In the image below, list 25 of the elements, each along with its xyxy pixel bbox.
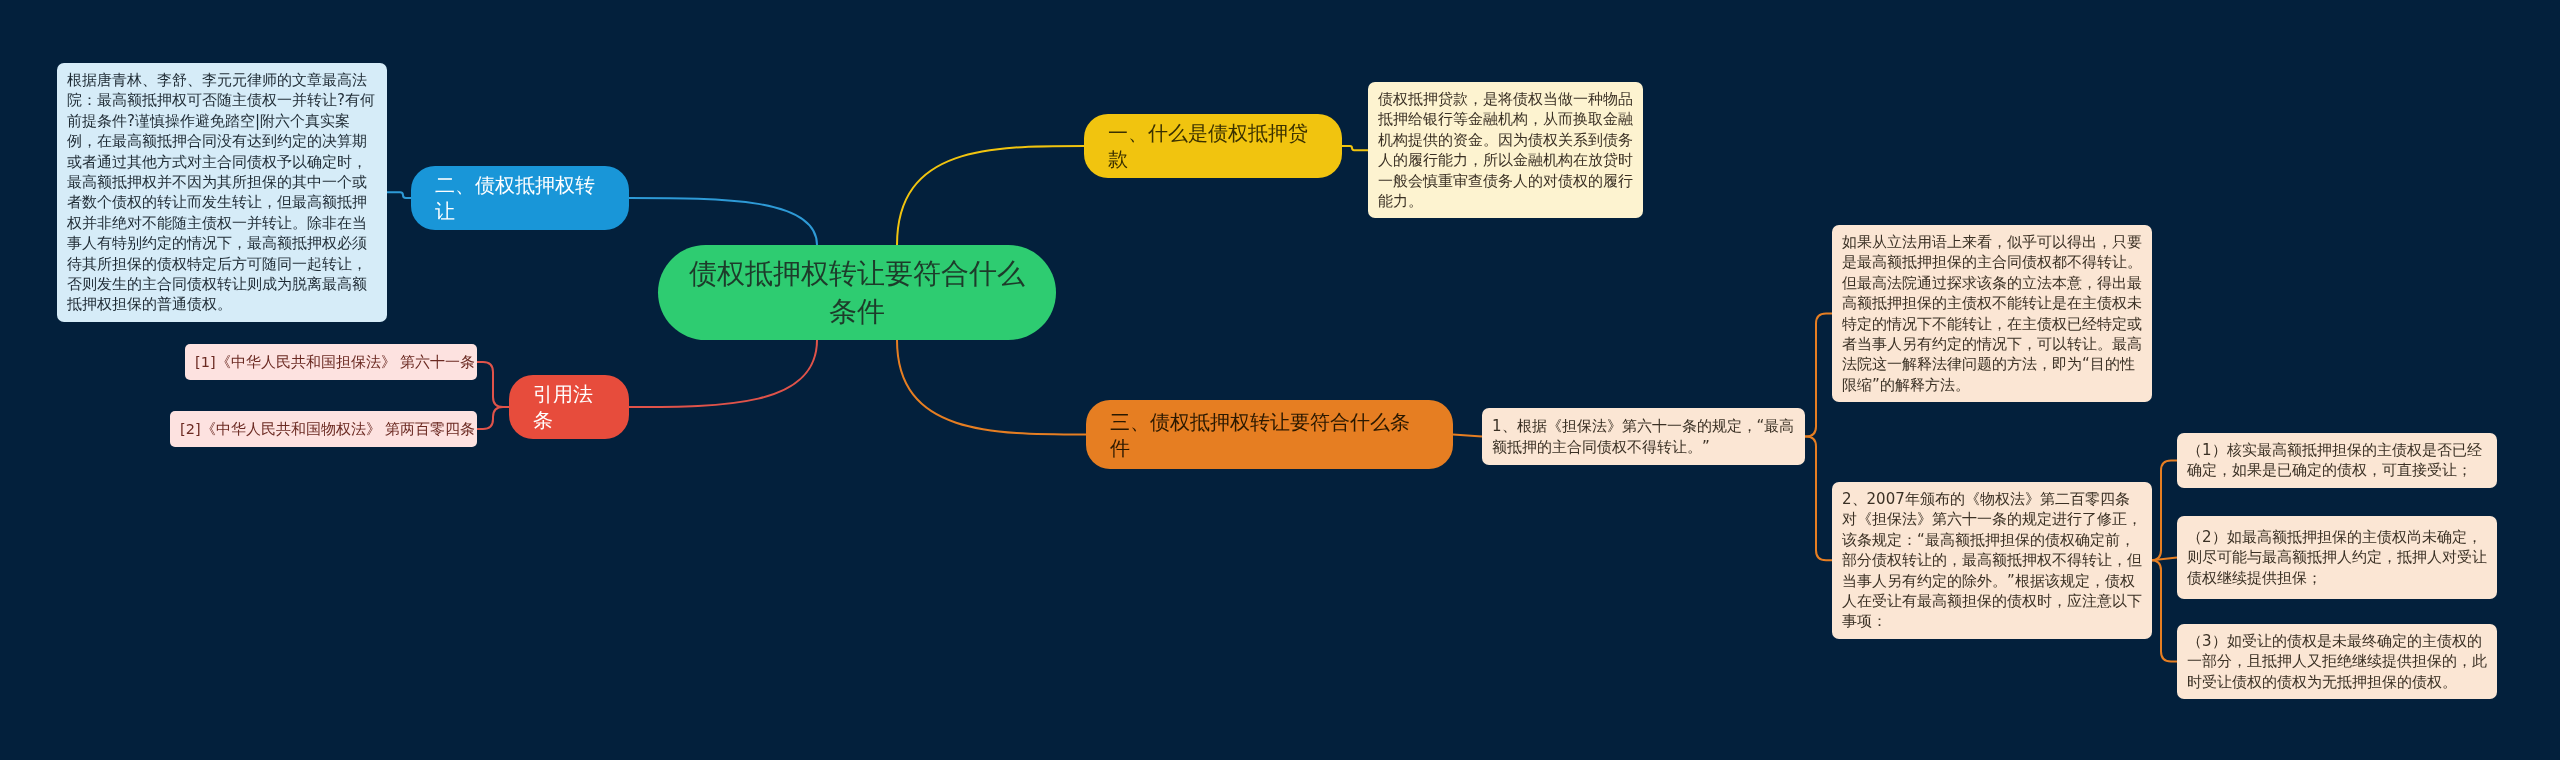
connector-line <box>1452 433 1483 438</box>
text-card: 债权抵押贷款，是将债权当做一种物品抵押给银行等金融机构，从而换取金融机构提供的资金。因为债权关系到债务人的履行能力，所以金融机构在放贷时一般会慎重审查债务人的对债权的履行能力。 <box>1368 82 1643 219</box>
central-topic: 债权抵押权转让要符合什么条件 <box>658 245 1056 340</box>
topic-box: 二、债权抵押权转让 <box>411 166 629 230</box>
text-card: 1、根据《担保法》第六十一条的规定，“最高额抵押的主合同债权不得转让。” <box>1482 408 1805 465</box>
text-card: 根据唐青林、李舒、李元元律师的文章最高法院：最高额抵押权可否随主债权一并转让?有何前提条件?谨慎操作避免踏空|附六个真实案例，在最高额抵押合同没有达到约定的决算期或者通过其他方式对主合同债权予以确定时，最高额抵押权并不因为其所担保的其中一个或者数个债权的转让而发生转让，但最高额抵押权并非绝对不能随主债权一并转让。除非在当事人有特别约定的情况下，最高额抵押权必须待其所担保的债权特定后方可随同一起转让，否则发生的主合同债权转让则成为脱离最高额抵押权担保的普通债权。 <box>57 63 387 322</box>
connector-line <box>2151 556 2178 562</box>
topic-box: 一、什么是债权抵押贷款 <box>1084 114 1342 178</box>
topic-box: 引用法条 <box>509 375 629 439</box>
citation-card: [2]《中华人民共和国物权法》 第两百零四条 <box>170 411 477 447</box>
text-card: （2）如最高额抵押担保的主债权尚未确定，则尽可能与最高额抵押人约定，抵押人对受让债权继续提供担保； <box>2177 516 2497 599</box>
connector-line <box>628 197 818 246</box>
connector-line <box>628 339 818 408</box>
connector-line <box>386 191 412 199</box>
connector-line <box>896 145 1085 246</box>
connector-line <box>476 406 510 430</box>
text-card: （3）如受让的债权是未最终确定的主债权的一部分，且抵押人又拒绝继续提供担保的，此时受让债权的债权为无抵押担保的债权。 <box>2177 624 2497 700</box>
text-card: 如果从立法用语上来看，似乎可以得出，只要是最高额抵押担保的主合同债权都不得转让。但最高法院通过探求该条的立法本意，得出最高额抵押担保的主债权不能转让是在主债权未特定的情况下不能转让，在主债权已经特定或者当事人另有约定的情况下，可以转让。最高法院这一解释法律问题的方法，即为“目的性限缩”的解释方法。 <box>1832 225 2152 403</box>
connector-line <box>1341 145 1369 152</box>
citation-card: [1]《中华人民共和国担保法》 第六十一条 <box>185 344 477 380</box>
text-card: （1）核实最高额抵押担保的主债权是否已经确定，如果是已确定的债权，可直接受让； <box>2177 433 2497 488</box>
topic-box: 三、债权抵押权转让要符合什么条件 <box>1086 400 1453 469</box>
connector-line <box>2150 559 2178 663</box>
text-card: 2、2007年颁布的《物权法》第二百零四条对《担保法》第六十一条的规定进行了修正，该条规定：“最高额抵押担保的债权确定前，部分债权转让的，最高额抵押权不得转让，但当事人另有约定的除外。”根据该规定，债权人在受让有最高额担保的债权时，应注意以下事项： <box>1832 482 2152 639</box>
connector-line <box>896 339 1087 436</box>
